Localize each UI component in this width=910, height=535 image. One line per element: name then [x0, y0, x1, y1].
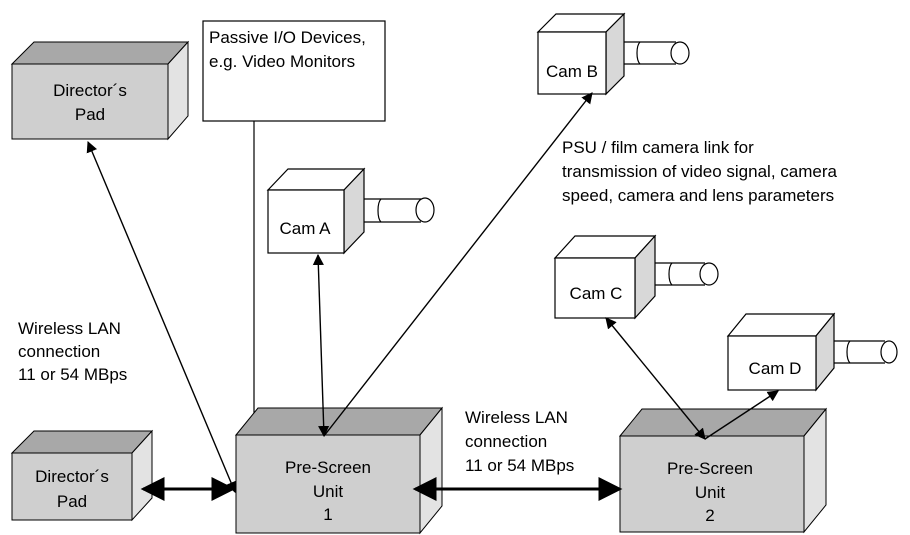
wlan-middle-line3: 11 or 54 MBps [465, 456, 574, 475]
wlan-middle-note: Wireless LAN connection 11 or 54 MBps [465, 408, 574, 475]
wlan-left-line1: Wireless LAN [18, 319, 121, 338]
unit-1-line1: Pre-Screen [285, 458, 371, 477]
unit-2-line3: 2 [705, 506, 714, 525]
directors-pad-top: Director´s Pad [10, 40, 190, 141]
link-cam-a-to-unit-1 [312, 253, 330, 438]
psu-note-line2: transmission of video signal, camera [562, 162, 838, 181]
unit-2-line2: Unit [695, 483, 726, 502]
directors-pad-top-line2: Pad [75, 105, 105, 124]
camera-c-label: Cam C [570, 284, 623, 303]
psu-note-line3: speed, camera and lens parameters [562, 186, 834, 205]
link-pad-top-to-unit-1 [86, 140, 237, 494]
camera-a-label: Cam A [279, 219, 331, 238]
pre-screen-unit-1: Pre-Screen Unit 1 [234, 406, 444, 535]
passive-io-box: Passive I/O Devices, e.g. Video Monitors [202, 20, 386, 122]
camera-a: Cam A [266, 167, 435, 255]
passive-io-label-line2: e.g. Video Monitors [209, 52, 355, 71]
psu-link-note: PSU / film camera link for transmission … [562, 138, 838, 205]
wlan-middle-line2: connection [465, 432, 547, 451]
wlan-left-line2: connection [18, 342, 100, 361]
camera-d: Cam D [726, 312, 898, 392]
unit-1-line2: Unit [313, 482, 344, 501]
camera-d-label: Cam D [749, 359, 802, 378]
psu-note-line1: PSU / film camera link for [562, 138, 754, 157]
directors-pad-bottom: Director´s Pad [10, 429, 154, 522]
passive-io-label-line1: Passive I/O Devices, [209, 28, 366, 47]
unit-1-line3: 1 [323, 505, 332, 524]
camera-b: Cam B [536, 12, 690, 96]
wlan-middle-line1: Wireless LAN [465, 408, 568, 427]
link-cam-c-to-unit-2 [605, 317, 706, 440]
unit-2-line1: Pre-Screen [667, 459, 753, 478]
link-unit-2-to-cam-d [704, 390, 779, 440]
camera-c: Cam C [553, 234, 719, 320]
camera-b-label: Cam B [546, 62, 598, 81]
directors-pad-bottom-line1: Director´s [35, 467, 109, 486]
link-unit-1-to-cam-b [323, 92, 593, 437]
wlan-left-line3: 11 or 54 MBps [18, 365, 127, 384]
wlan-left-note: Wireless LAN connection 11 or 54 MBps [18, 319, 127, 384]
directors-pad-bottom-line2: Pad [57, 492, 87, 511]
directors-pad-top-line1: Director´s [53, 81, 127, 100]
